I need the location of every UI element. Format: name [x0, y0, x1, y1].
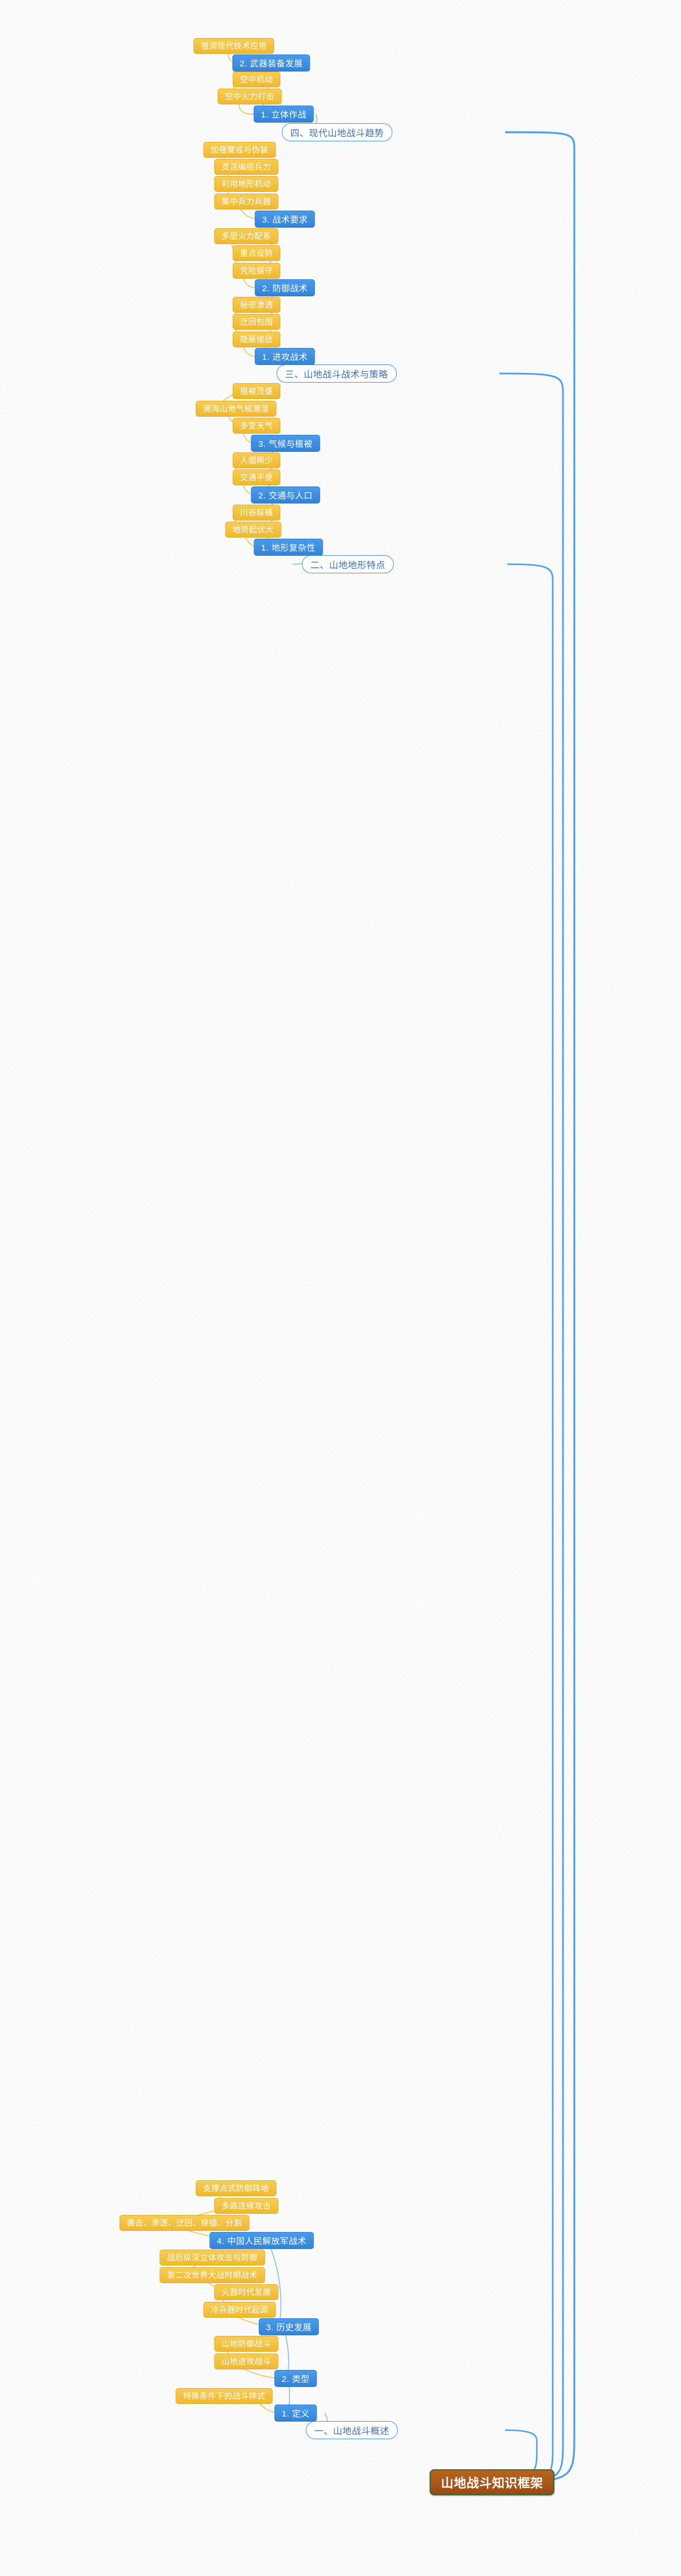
node-sparse-population[interactable]: 人烟稀少 — [233, 452, 280, 468]
node-concentrate-forces[interactable]: 集中兵力兵器 — [214, 194, 279, 209]
mindmap-root-node[interactable]: 山地战斗知识框架 — [430, 2469, 555, 2495]
node-multilayer-firepower[interactable]: 多层火力配系 — [214, 228, 279, 244]
node-firearm-era-development[interactable]: 火器时代发展 — [214, 2284, 279, 2300]
node-defensive-tactics[interactable]: 2. 防御战术 — [254, 279, 316, 296]
node-postwar-depth-attack-defense[interactable]: 战后纵深立体攻击与防御 — [159, 2250, 265, 2265]
node-climate-vegetation[interactable]: 3. 气候与植被 — [251, 435, 320, 452]
node-pla-tactics[interactable]: 4. 中国人民解放军战术 — [209, 2232, 314, 2249]
node-use-terrain-maneuver[interactable]: 利用地形机动 — [214, 176, 279, 192]
node-mountain-offensive-combat[interactable]: 山地进攻战斗 — [214, 2353, 279, 2369]
node-lush-vegetation[interactable]: 植被茂盛 — [233, 383, 280, 399]
node-historical-development[interactable]: 3. 历史发展 — [258, 2318, 320, 2335]
node-terrain-complexity[interactable]: 1. 地形复杂性 — [254, 539, 323, 556]
node-crisscross-valleys[interactable]: 川谷纵横 — [233, 505, 280, 521]
node-hold-strongholds[interactable]: 凭险据守 — [233, 263, 280, 279]
node-large-elevation-change[interactable]: 地势起伏大 — [225, 522, 281, 538]
node-multiroute-continuous-attack[interactable]: 多路连续攻击 — [214, 2198, 279, 2214]
node-types[interactable]: 2. 类型 — [274, 2370, 317, 2387]
branch-node-terrain-features[interactable]: 二、山地地形特点 — [301, 555, 394, 573]
branch-node-overview[interactable]: 一、山地战斗概述 — [305, 2421, 398, 2439]
node-emphasize-modern-technology[interactable]: 强调现代技术应用 — [194, 38, 274, 54]
node-air-firepower-strike[interactable]: 空中火力打击 — [217, 89, 282, 104]
node-concealed-approach[interactable]: 隐蔽接敌 — [233, 332, 280, 347]
node-mountain-defensive-combat[interactable]: 山地防御战斗 — [214, 2336, 279, 2352]
node-inconvenient-transport[interactable]: 交通不便 — [233, 469, 280, 485]
node-three-dimensional-operations[interactable]: 1. 立体作战 — [253, 106, 314, 123]
node-special-condition-combat-form[interactable]: 特殊条件下的战斗样式 — [175, 2388, 273, 2404]
node-tactical-requirements[interactable]: 3. 战术要求 — [254, 211, 316, 228]
node-transport-population[interactable]: 2. 交通与人口 — [251, 486, 320, 504]
node-offensive-tactics[interactable]: 1. 进攻战术 — [254, 348, 316, 365]
node-coastal-humid-climate[interactable]: 濒海山地气候潮湿 — [196, 401, 276, 417]
node-secret-infiltration[interactable]: 秘密渗透 — [233, 297, 280, 313]
node-cold-weapon-era-origin[interactable]: 冷兵器时代起源 — [203, 2302, 276, 2318]
node-strengthen-vigilance-camouflage[interactable]: 加强警戒与伪装 — [203, 142, 276, 158]
node-weapon-equipment-development[interactable]: 2. 武器装备发展 — [232, 54, 310, 72]
node-raid-infiltration-flank-thrust-split[interactable]: 袭击、渗透、迂回、穿插、分割 — [119, 2215, 250, 2231]
node-air-mobility[interactable]: 空中机动 — [233, 72, 280, 87]
node-key-point-defense[interactable]: 重点设防 — [233, 245, 280, 261]
node-flexible-force-grouping[interactable]: 灵活编组兵力 — [214, 159, 279, 175]
branch-node-tactics-strategy[interactable]: 三、山地战斗战术与策略 — [276, 364, 397, 383]
node-wwii-tactics[interactable]: 第二次世界大战时期战术 — [159, 2267, 265, 2283]
node-strongpoint-defense-position[interactable]: 支撑点式防御阵地 — [196, 2180, 276, 2196]
branch-node-modern-trends[interactable]: 四、现代山地战斗趋势 — [281, 123, 393, 141]
node-flanking-encirclement[interactable]: 迂回包围 — [233, 314, 280, 330]
node-variable-weather[interactable]: 多变天气 — [233, 418, 280, 434]
node-definition[interactable]: 1. 定义 — [274, 2405, 317, 2422]
